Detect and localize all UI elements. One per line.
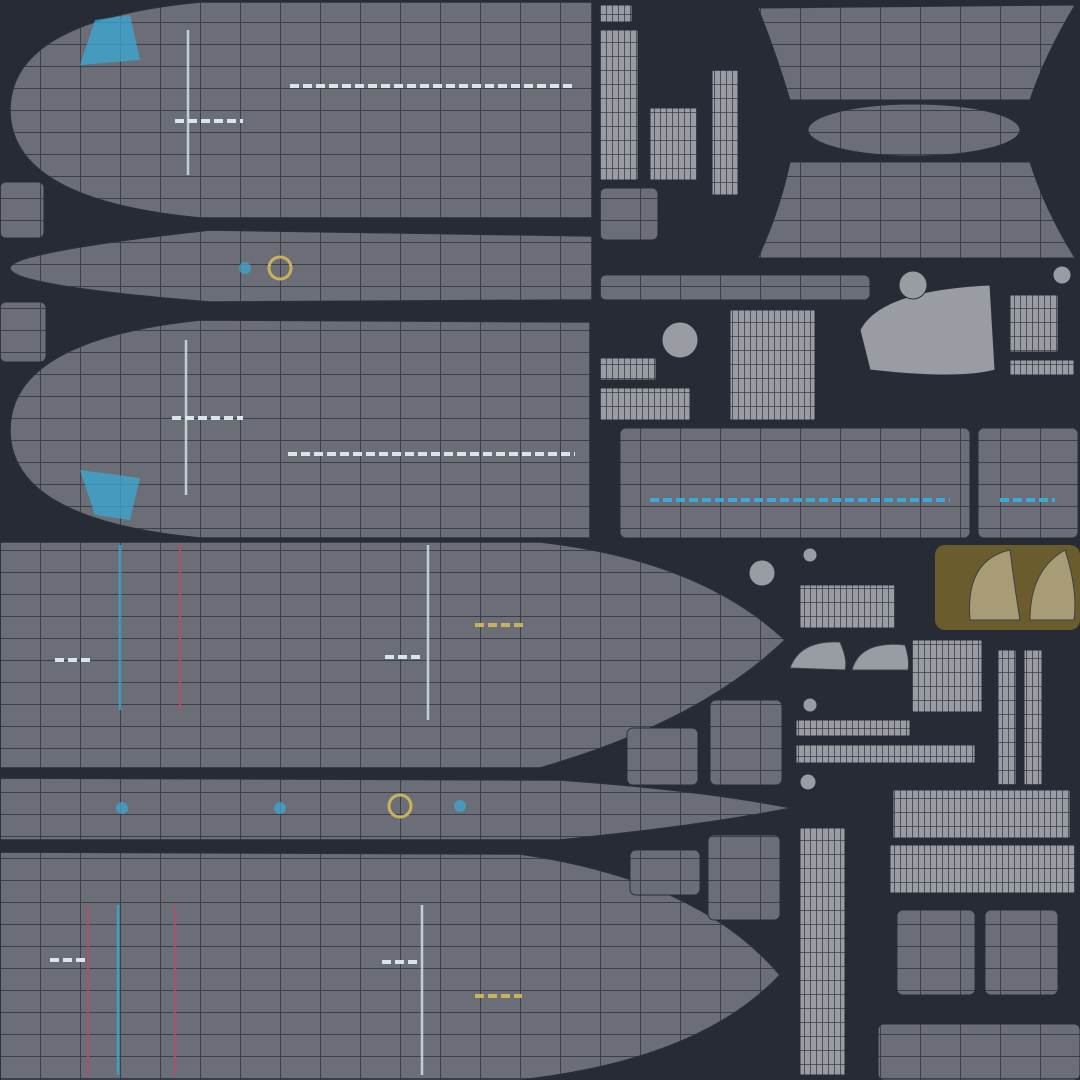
uv-island (626, 727, 699, 786)
uv-island (0, 301, 47, 363)
uv-island (889, 844, 1076, 894)
wheel-island (802, 547, 818, 563)
intake-panel (851, 643, 910, 671)
uv-island (1009, 294, 1059, 353)
marking-dot (454, 800, 466, 812)
roundel-marking (387, 793, 413, 819)
marking-dot (274, 802, 286, 814)
wheel-island (799, 773, 817, 791)
uv-island (877, 1023, 1080, 1080)
uv-island (599, 29, 639, 181)
hull-panel (9, 319, 591, 539)
uv-island (795, 744, 976, 764)
uv-island (799, 584, 896, 629)
canopy-window (80, 470, 140, 520)
wheel-island (898, 270, 928, 300)
hull-panel (0, 851, 782, 1080)
uv-island (729, 309, 816, 421)
uv-island (709, 699, 783, 786)
uv-island (707, 834, 781, 921)
flare-panel (757, 4, 1076, 101)
wheel-island (661, 321, 699, 359)
uv-island (599, 4, 633, 23)
uv-island (997, 649, 1017, 786)
uv-island (977, 427, 1079, 539)
hull-panel (9, 229, 593, 303)
flare-panel (757, 161, 1076, 259)
marking-dot (239, 262, 251, 274)
uv-island (0, 181, 45, 239)
wheel-island (802, 697, 818, 713)
wheel-island (748, 559, 776, 587)
canopy-window (80, 15, 140, 65)
uv-island (892, 789, 1071, 839)
roundel-marking (267, 255, 293, 281)
hull-panel (9, 1, 593, 219)
cockpit-panel (859, 284, 996, 376)
pod-panel (807, 103, 1021, 157)
uv-island (599, 387, 691, 421)
intake-panel (1029, 549, 1076, 621)
uv-island (599, 274, 871, 301)
uv-island (629, 849, 701, 896)
marking-dot (116, 802, 128, 814)
uv-island (619, 427, 971, 539)
uv-island (795, 719, 911, 737)
uv-island (599, 357, 657, 381)
uv-island (799, 827, 846, 1076)
uv-island (711, 69, 739, 196)
wheel-island (1052, 265, 1072, 285)
uv-island (896, 909, 976, 996)
intake-panel (969, 549, 1021, 621)
uv-island (649, 107, 698, 181)
hull-panel (0, 777, 793, 841)
uv-island (984, 909, 1059, 996)
uv-island (1009, 359, 1075, 376)
intake-panel (789, 641, 847, 671)
uv-island (599, 187, 659, 241)
uv-island (1023, 649, 1043, 786)
uv-island (911, 639, 983, 713)
